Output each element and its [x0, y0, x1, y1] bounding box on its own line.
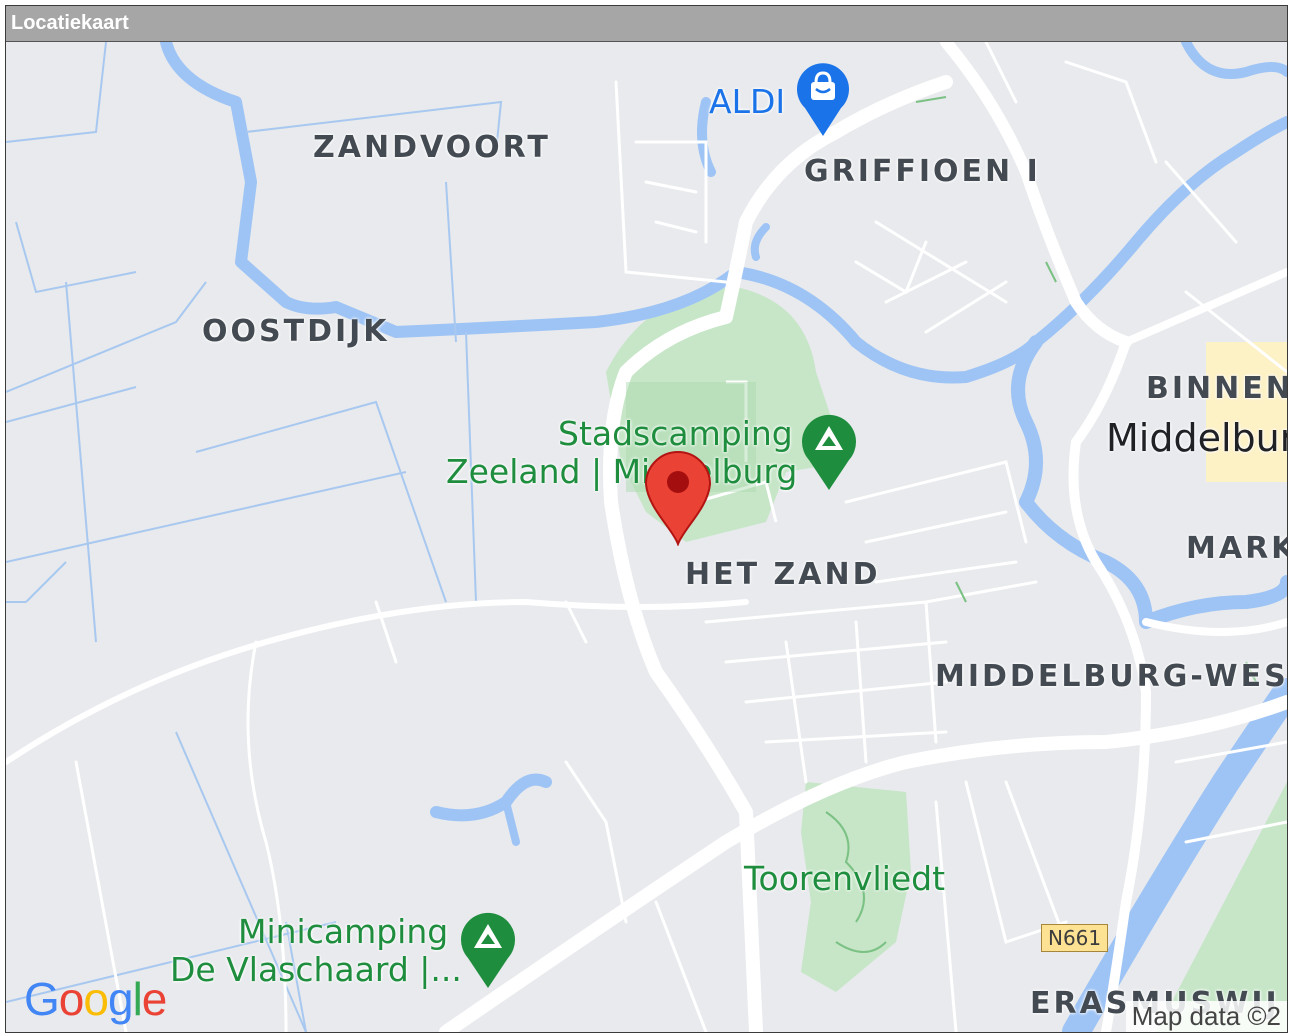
poi-label-stadscamping-line1[interactable]: Stadscamping — [558, 414, 793, 453]
road-shield-n661: N661 — [1041, 924, 1109, 952]
map-base-layer — [6, 42, 1287, 1032]
park-toorenvliedt — [801, 782, 911, 992]
district-label-middelburg-west: MIDDELBURG-WEST — [935, 659, 1287, 694]
city-label-middelburg: Middelbur — [1106, 416, 1287, 460]
district-label-oostdijk: OOSTDIJK — [202, 314, 390, 349]
shopping-bag-icon[interactable] — [795, 62, 851, 138]
location-marker-icon[interactable] — [642, 446, 714, 546]
map-attribution[interactable]: Map data ©2 — [1125, 1001, 1287, 1032]
google-logo[interactable]: Google — [24, 973, 167, 1025]
poi-label-minicamping-line1[interactable]: Minicamping — [238, 912, 449, 951]
district-label-binnen: BINNEN — [1146, 371, 1287, 406]
campground-icon[interactable] — [460, 910, 516, 990]
poi-label-minicamping-line2[interactable]: De Vlaschaard |... — [170, 950, 462, 989]
district-label-zandvoort: ZANDVOORT — [313, 130, 551, 165]
map-window: Locatiekaart — [5, 5, 1288, 1033]
poi-label-toorenvliedt[interactable]: Toorenvliedt — [744, 859, 946, 898]
poi-label-aldi[interactable]: ALDI — [709, 82, 786, 121]
title-bar: Locatiekaart — [6, 6, 1287, 42]
district-label-mark: MARK — [1186, 531, 1287, 566]
district-label-het-zand: HET ZAND — [685, 557, 881, 592]
map-canvas[interactable]: ZANDVOORT GRIFFIOEN I OOSTDIJK BINNEN MA… — [6, 42, 1287, 1032]
window-title: Locatiekaart — [11, 12, 129, 34]
campground-icon[interactable] — [801, 412, 857, 492]
poi-label-stadscamping-line2[interactable]: Zeeland | Middelburg — [446, 452, 798, 491]
district-label-griffioen: GRIFFIOEN I — [804, 154, 1041, 189]
